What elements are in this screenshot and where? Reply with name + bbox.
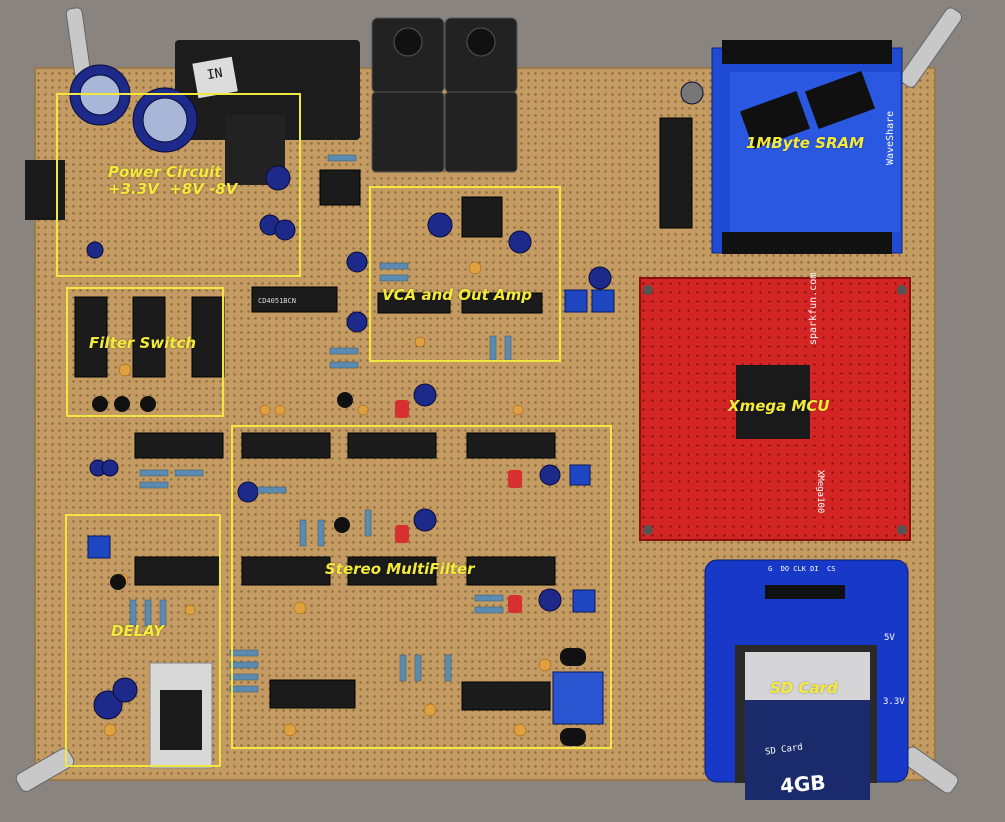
electrolytic-capacitors [69,64,704,720]
filter-switch-label: Filter Switch [89,334,197,352]
xmega-marking: XMega100 [815,470,825,514]
transistors [92,392,586,746]
multifilter-region [231,425,612,749]
trimpots [87,289,615,725]
power-region [56,93,301,277]
mcu-label: Xmega MCU [728,397,830,415]
vca-region [369,186,561,362]
chip-cd4051 [251,286,338,313]
sd-module [704,559,909,800]
sram-label: 1MByte SRAM [746,134,865,152]
resistors [129,154,512,693]
vca-label: VCA and Out Amp [382,286,533,304]
power-connectors [25,40,360,220]
cd4051-marking: CD4051BCN [258,297,296,305]
sd-33v-marking: 3.3V [883,697,905,707]
filter-switch-region [66,287,224,417]
power-label: Power Circuit +3.3V +8V -8V [108,163,238,199]
sd-pins-marking: G DO CLK DI CS [768,565,836,573]
dip-chips [74,117,693,711]
film-capacitors [395,400,522,613]
sparkfun-marking: sparkfun.com [808,272,819,345]
audio-jacks [371,17,518,173]
sd-capacity-marking: 4GB [779,770,827,798]
delay-socket [149,662,213,769]
waveshare-marking: WaveShare [885,110,896,165]
sram-module [711,40,903,254]
delay-label: DELAY [111,622,165,640]
standoff-bolts [15,7,963,794]
delay-region [65,514,221,767]
ceramic-capacitors [103,261,552,737]
multifilter-label: Stereo MultiFilter [325,560,475,578]
sdcard-label: SD Card [770,679,838,697]
mcu-board [639,277,911,541]
sd-5v-marking: 5V [884,633,895,643]
jack-in-marking: IN [205,65,224,84]
